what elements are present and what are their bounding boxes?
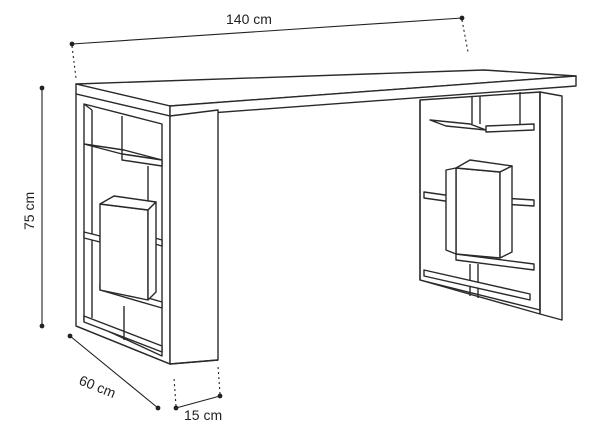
width-dimension-line — [71, 17, 463, 45]
right-unit-cube-edge — [445, 167, 457, 255]
width-dimension-endpoint — [459, 15, 465, 21]
panel-dimension-label: 15 cm — [184, 407, 222, 423]
desk-top — [75, 69, 577, 117]
left-unit-shelf — [83, 315, 163, 353]
panel-dimension-line — [175, 395, 221, 409]
width-dimension: 140 cm — [69, 11, 469, 79]
width-dimension-endpoint — [69, 41, 75, 47]
right-unit-shelf — [423, 269, 531, 301]
right-shelf-unit — [419, 91, 563, 321]
depth-dimension-endpoint — [67, 333, 73, 339]
depth-dimension-endpoint — [155, 405, 161, 411]
right-unit-side-panel — [539, 91, 563, 321]
right-unit-bottom — [419, 279, 541, 315]
height-dimension-label: 75 cm — [21, 192, 37, 230]
width-extension-line — [461, 19, 469, 53]
panel-dimension: 15 cm — [173, 365, 223, 423]
left-unit-side-panel — [169, 109, 219, 365]
depth-dimension-line — [69, 335, 159, 409]
panel-extension-line — [217, 365, 221, 395]
left-unit-shelf-edge — [121, 153, 163, 167]
panel-dimension-endpoint — [173, 405, 179, 411]
left-shelf-unit — [75, 93, 219, 365]
left-unit-cube-front — [99, 203, 149, 301]
width-dimension-label: 140 cm — [226, 11, 272, 27]
left-unit-bottom — [75, 325, 171, 365]
left-unit-cube-side — [147, 201, 157, 301]
panel-extension-line — [173, 377, 177, 407]
height-dimension: 75 cm — [21, 85, 45, 329]
width-extension-line — [71, 45, 77, 79]
height-dimension-endpoint — [39, 85, 45, 91]
height-dimension-endpoint — [39, 323, 45, 329]
left-unit-edge — [83, 103, 93, 111]
right-unit-shelf — [455, 253, 535, 271]
depth-dimension-label: 60 cm — [77, 372, 118, 401]
desk-top-side-edge — [169, 75, 577, 117]
right-unit-cube-side — [499, 165, 513, 259]
left-unit-bottom — [169, 359, 219, 365]
right-unit-shelf — [485, 123, 535, 133]
panel-dimension-endpoint — [217, 393, 223, 399]
right-unit-cube-front — [455, 167, 501, 259]
